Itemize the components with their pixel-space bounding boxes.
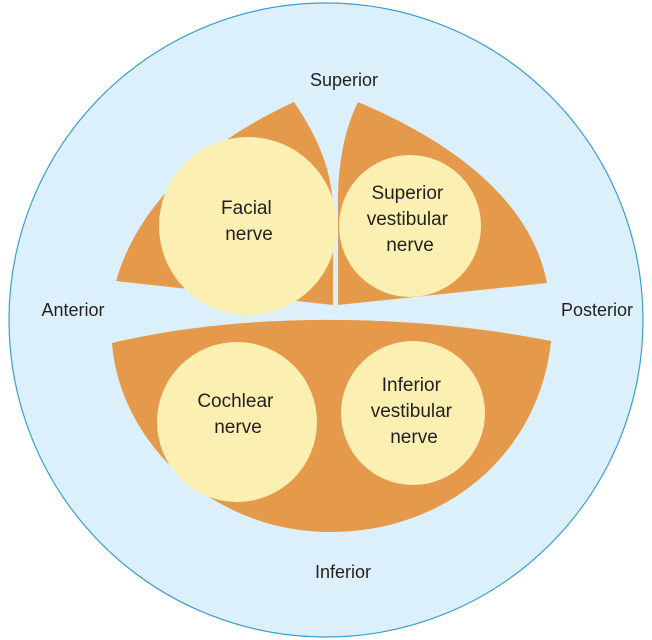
cochlear-nerve-circle [157, 342, 317, 502]
cochlear-nerve-label-line: nerve [214, 417, 262, 438]
facial-nerve-circle [159, 137, 337, 315]
inferior-vestibular-label-line: vestibular [371, 401, 453, 422]
superior-vestibular-label-line: vestibular [367, 209, 449, 230]
direction-label-inferior: Inferior [315, 562, 371, 582]
facial-nerve-label-line: Facial [221, 198, 272, 219]
facial-nerve-label-line: nerve [225, 224, 273, 245]
superior-vestibular-nerve-label: Superior vestibular nerve [367, 183, 454, 256]
inferior-vestibular-nerve-circle [341, 341, 485, 485]
inferior-vestibular-label-line: Inferior [382, 375, 442, 396]
superior-vestibular-label-line: nerve [386, 235, 434, 256]
cochlear-nerve-label: Cochlear nerve [197, 391, 278, 438]
superior-vestibular-nerve-circle [339, 155, 481, 297]
direction-label-anterior: Anterior [41, 300, 104, 320]
cochlear-nerve-label-line: Cochlear [197, 391, 274, 412]
facial-nerve-label: Facial nerve [221, 198, 277, 245]
inferior-vestibular-nerve-label: Inferior vestibular nerve [371, 375, 458, 448]
superior-vestibular-label-line: Superior [371, 183, 443, 204]
direction-label-posterior: Posterior [561, 300, 633, 320]
inferior-vestibular-label-line: nerve [390, 427, 438, 448]
direction-label-superior: Superior [310, 70, 378, 90]
